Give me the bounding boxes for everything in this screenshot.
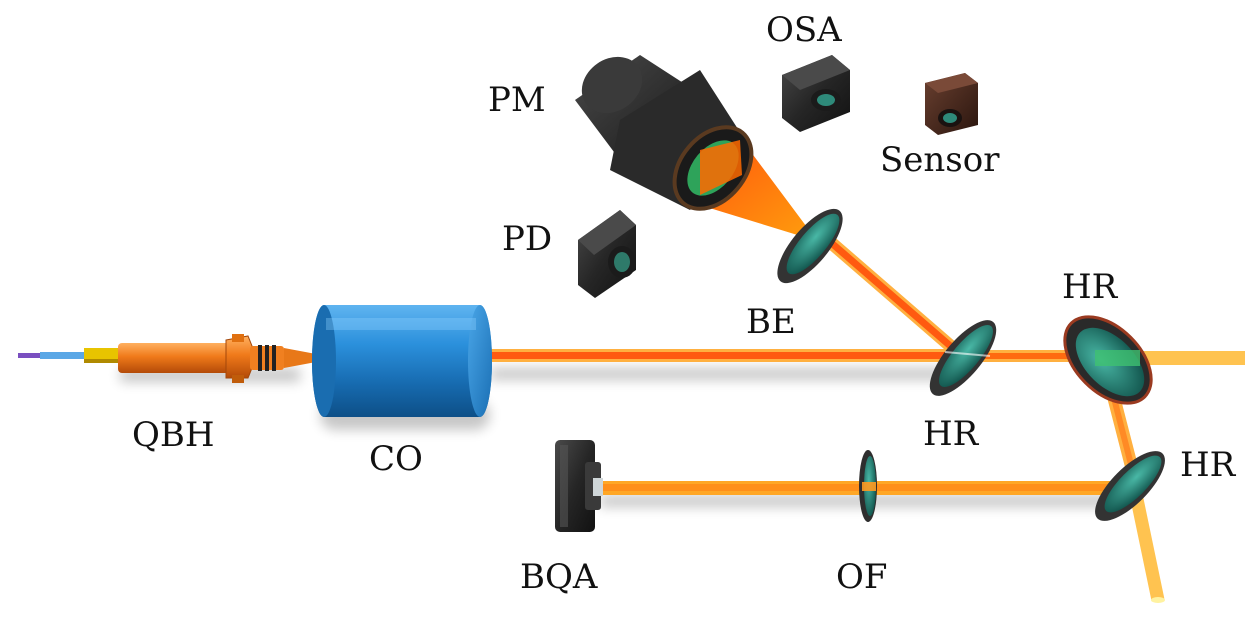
power-meter [575, 55, 754, 211]
label-be: BE [746, 302, 796, 342]
sensor [925, 73, 978, 135]
optical-filter [859, 450, 877, 522]
hr-mirror-right [1095, 451, 1165, 521]
label-qbh: QBH [132, 415, 215, 455]
label-bqa: BQA [520, 557, 598, 597]
label-sensor: Sensor [880, 140, 1000, 180]
hr-mirror-top [1063, 315, 1153, 405]
label-pd: PD [502, 219, 553, 259]
hr-mirror-mid [929, 320, 997, 396]
photodiode [578, 210, 636, 298]
label-of: OF [836, 557, 888, 597]
beam-quality-analyzer [555, 440, 603, 532]
label-hr-right: HR [1180, 445, 1236, 485]
label-hr-top: HR [1062, 267, 1118, 307]
beam-expander-lens [777, 208, 843, 284]
label-pm: PM [488, 80, 546, 120]
label-hr-mid: HR [923, 414, 979, 454]
main-beam [480, 349, 955, 362]
collimator [312, 305, 492, 417]
qbh-connector [18, 334, 316, 383]
osa [782, 55, 850, 132]
label-co: CO [369, 439, 423, 479]
label-osa: OSA [766, 10, 842, 50]
